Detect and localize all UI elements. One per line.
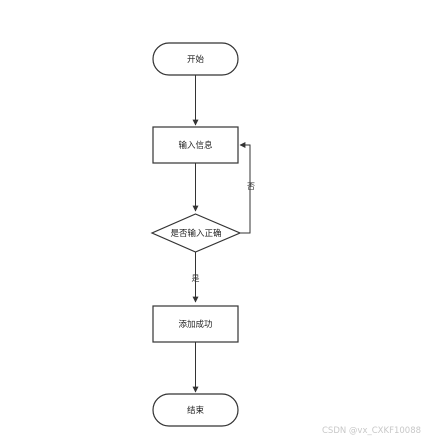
start-node: 开始 — [152, 42, 239, 76]
watermark: CSDN @vx_CXKF10088 — [322, 426, 422, 436]
decision-node: 是否输入正确 — [150, 213, 242, 253]
input-node: 输入信息 — [152, 126, 239, 164]
decision-node-label: 是否输入正确 — [170, 228, 221, 239]
edge-decision-no-loop — [239, 142, 251, 234]
edge-label-no: 否 — [247, 182, 255, 191]
input-node-label: 输入信息 — [178, 140, 213, 151]
success-node-label: 添加成功 — [178, 319, 212, 330]
start-node-label: 开始 — [187, 54, 205, 65]
edge-label-yes: 是 — [192, 274, 200, 283]
end-node-label: 结束 — [187, 405, 205, 416]
success-node: 添加成功 — [152, 305, 239, 343]
end-node: 结束 — [152, 393, 239, 427]
